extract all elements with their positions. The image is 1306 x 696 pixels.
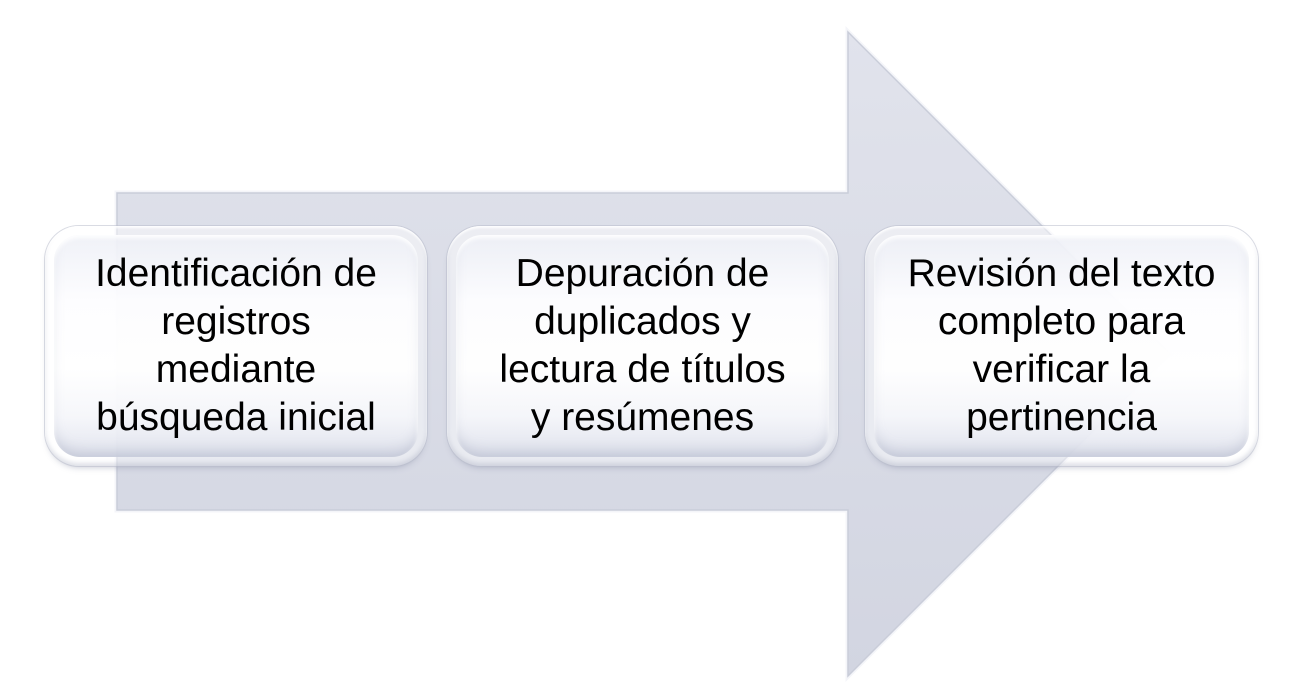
- step-box-depuracion: Depuración de duplicados y lectura de tí…: [447, 226, 838, 466]
- step-text-line: duplicados y: [534, 300, 751, 343]
- step-box-surface: Identificación de registros mediante bús…: [54, 235, 418, 457]
- step-text-line: verificar la: [972, 348, 1151, 391]
- step-text-line: Revisión del texto: [907, 252, 1216, 295]
- step-box-surface: Depuración de duplicados y lectura de tí…: [456, 235, 829, 457]
- step-text-line: Identificación de: [95, 252, 377, 295]
- step-text-line: completo para: [937, 300, 1186, 343]
- step-text-line: pertinencia: [966, 396, 1157, 439]
- step-text-line: registros: [161, 300, 311, 343]
- step-text-line: mediante: [155, 348, 317, 391]
- step-box-revision: Revisión del texto completo para verific…: [865, 226, 1258, 466]
- step-text-line: Depuración de: [515, 252, 770, 295]
- step-text-line: búsqueda inicial: [96, 396, 376, 439]
- step-text-line: lectura de títulos: [499, 348, 786, 391]
- step-box-surface: Revisión del texto completo para verific…: [874, 235, 1249, 457]
- step-text-line: y resúmenes: [530, 396, 755, 439]
- step-box-identificacion: Identificación de registros mediante bús…: [45, 226, 427, 466]
